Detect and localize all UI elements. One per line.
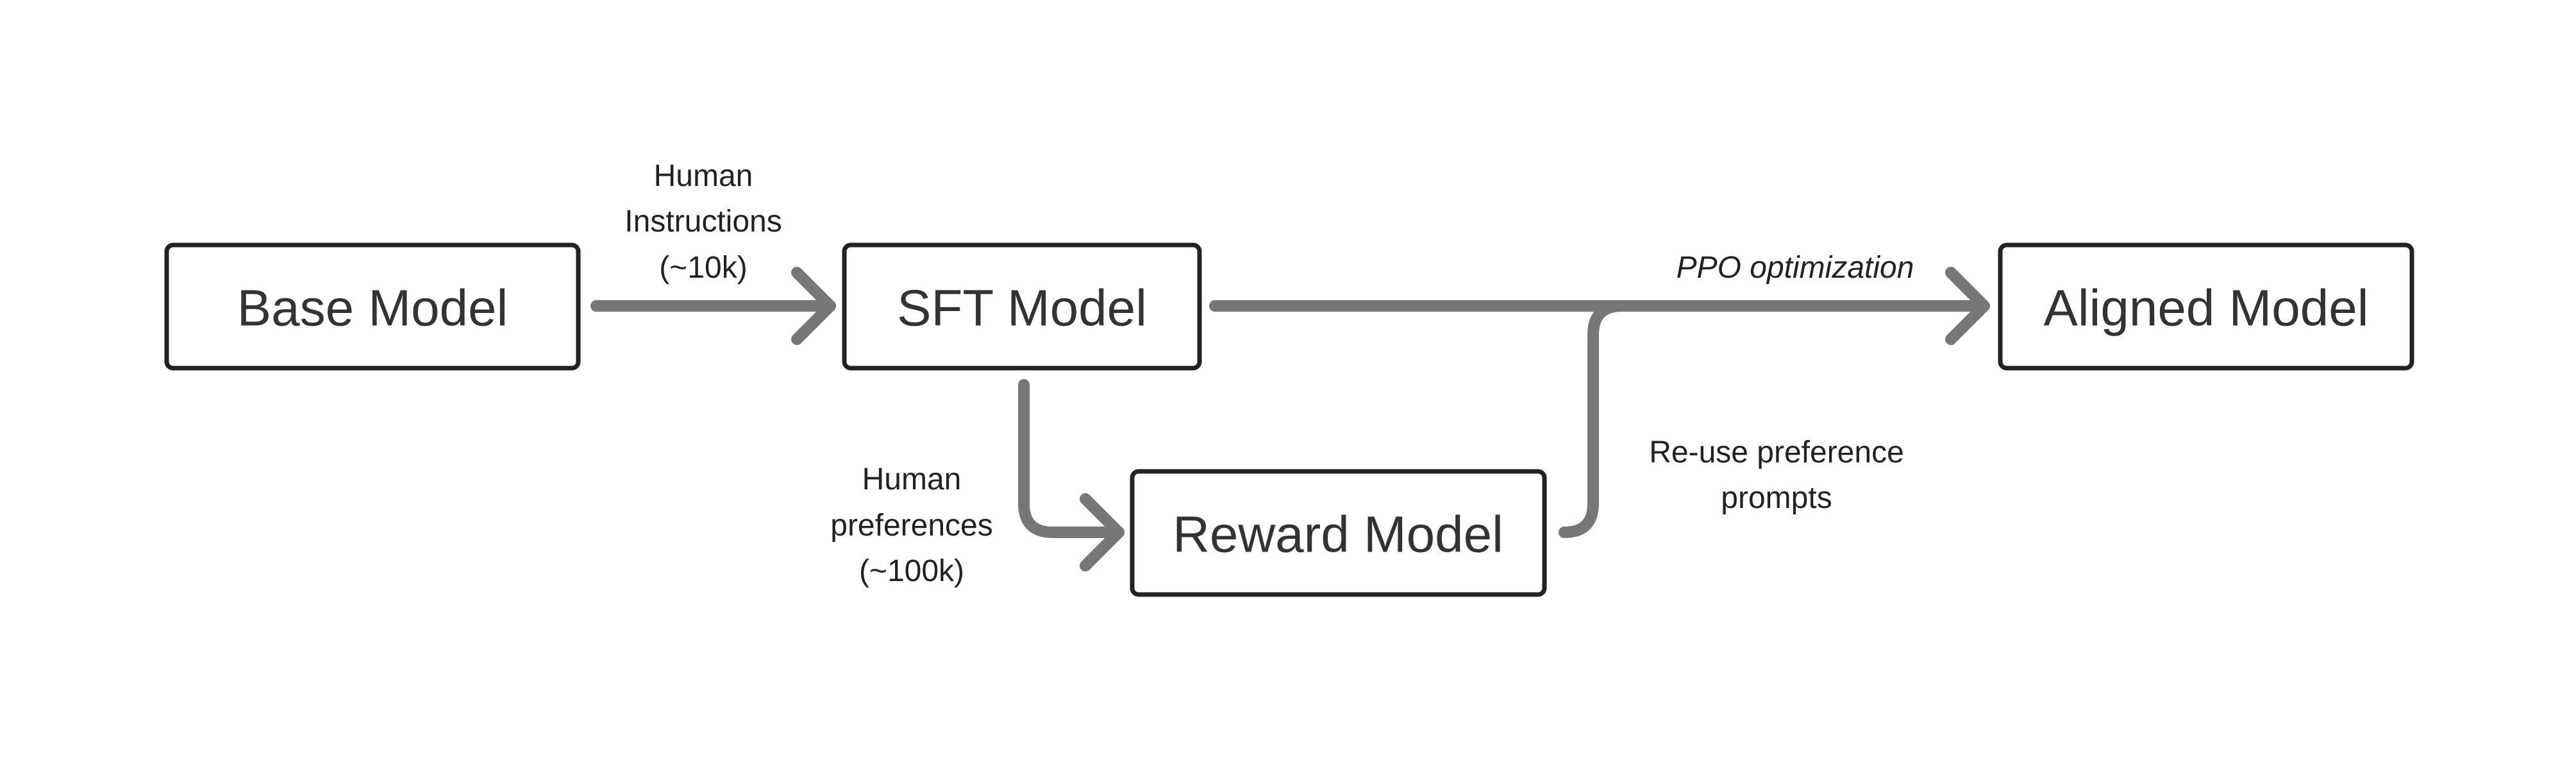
label-base-to-sft-line-3: (~10k) [659, 251, 747, 285]
label-sft-to-reward-line-1: Human [862, 462, 962, 496]
node-sft-model: SFT Model [842, 242, 1202, 371]
node-sft-model-box [842, 242, 1202, 371]
edge-sft-to-reward [1018, 379, 1125, 538]
label-base-to-sft-line-1: Human [654, 159, 753, 193]
node-reward-model-box [1130, 469, 1547, 597]
node-sft-model-label: SFT Model [897, 280, 1147, 337]
label-sft-to-reward-line-3: (~100k) [859, 554, 964, 588]
label-reuse-prompts-line-2: prompts [1721, 481, 1832, 515]
label-reuse-prompts-line-1: Re-use preference [1649, 435, 1904, 469]
node-aligned-model-label: Aligned Model [2044, 280, 2369, 337]
label-base-to-sft-line-2: Instructions [624, 205, 782, 239]
label-ppo-optimization: PPO optimization [1677, 251, 1914, 285]
arrowhead-sft [791, 267, 836, 345]
label-sft-to-reward: Human preferences (~100k) [830, 462, 992, 588]
node-reward-model-label: Reward Model [1173, 506, 1503, 563]
label-reuse-prompts: Re-use preference prompts [1649, 435, 1904, 515]
node-base-model: Base Model [164, 242, 581, 371]
arrowhead-aligned [1945, 267, 1990, 345]
edge-reward-to-ppo [1559, 300, 1628, 538]
node-aligned-model-box [1998, 242, 2414, 371]
node-base-model-label: Base Model [237, 280, 508, 337]
node-reward-model: Reward Model [1130, 469, 1547, 597]
label-sft-to-reward-line-2: preferences [830, 509, 992, 543]
node-aligned-model: Aligned Model [1998, 242, 2414, 371]
edges [590, 267, 1990, 571]
label-base-to-sft: Human Instructions (~10k) [624, 159, 782, 285]
node-base-model-box [164, 242, 581, 371]
arrowhead-reward [1080, 493, 1125, 571]
